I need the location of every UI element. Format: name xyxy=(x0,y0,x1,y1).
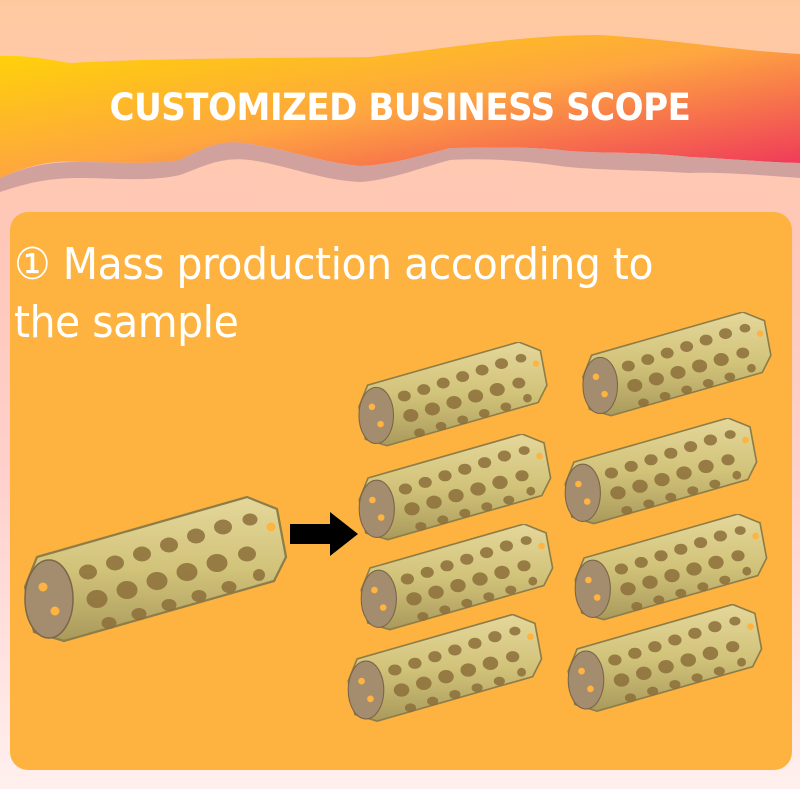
copy-tube-7 xyxy=(347,614,543,722)
title-banner: CUSTOMIZED BUSINESS SCOPE xyxy=(0,0,800,200)
copy-tube-4 xyxy=(564,418,758,525)
right-arrow-icon xyxy=(290,512,358,556)
headline-line-1: ① Mass production according to xyxy=(14,239,654,290)
sample-cholla-tube-image xyxy=(23,495,288,643)
wave-banner-shape xyxy=(0,35,800,192)
page-title: CUSTOMIZED BUSINESS SCOPE xyxy=(109,86,691,129)
copy-tube-2 xyxy=(582,312,772,417)
headline-line-2: the sample xyxy=(14,297,239,348)
card-headline: ① Mass production according to the sampl… xyxy=(14,236,749,352)
copy-tube-8 xyxy=(567,604,763,712)
